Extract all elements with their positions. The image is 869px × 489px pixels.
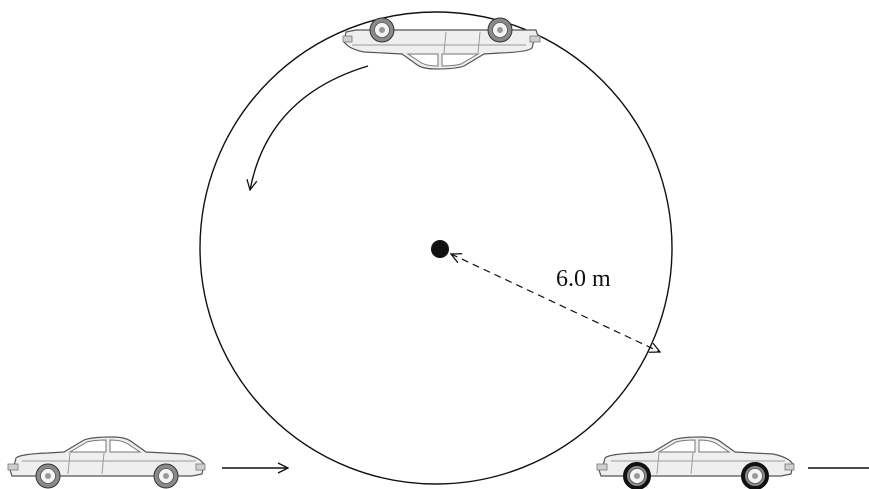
loop-track [199,11,673,485]
radius-label: 6.0 m [556,266,611,292]
center-dot-icon [431,240,449,258]
car-icon-top [342,17,541,70]
radius-arrow [451,254,660,352]
car-icon-right [596,436,795,489]
direction-arrow-icon [250,65,369,190]
car-icon-left [7,436,206,489]
